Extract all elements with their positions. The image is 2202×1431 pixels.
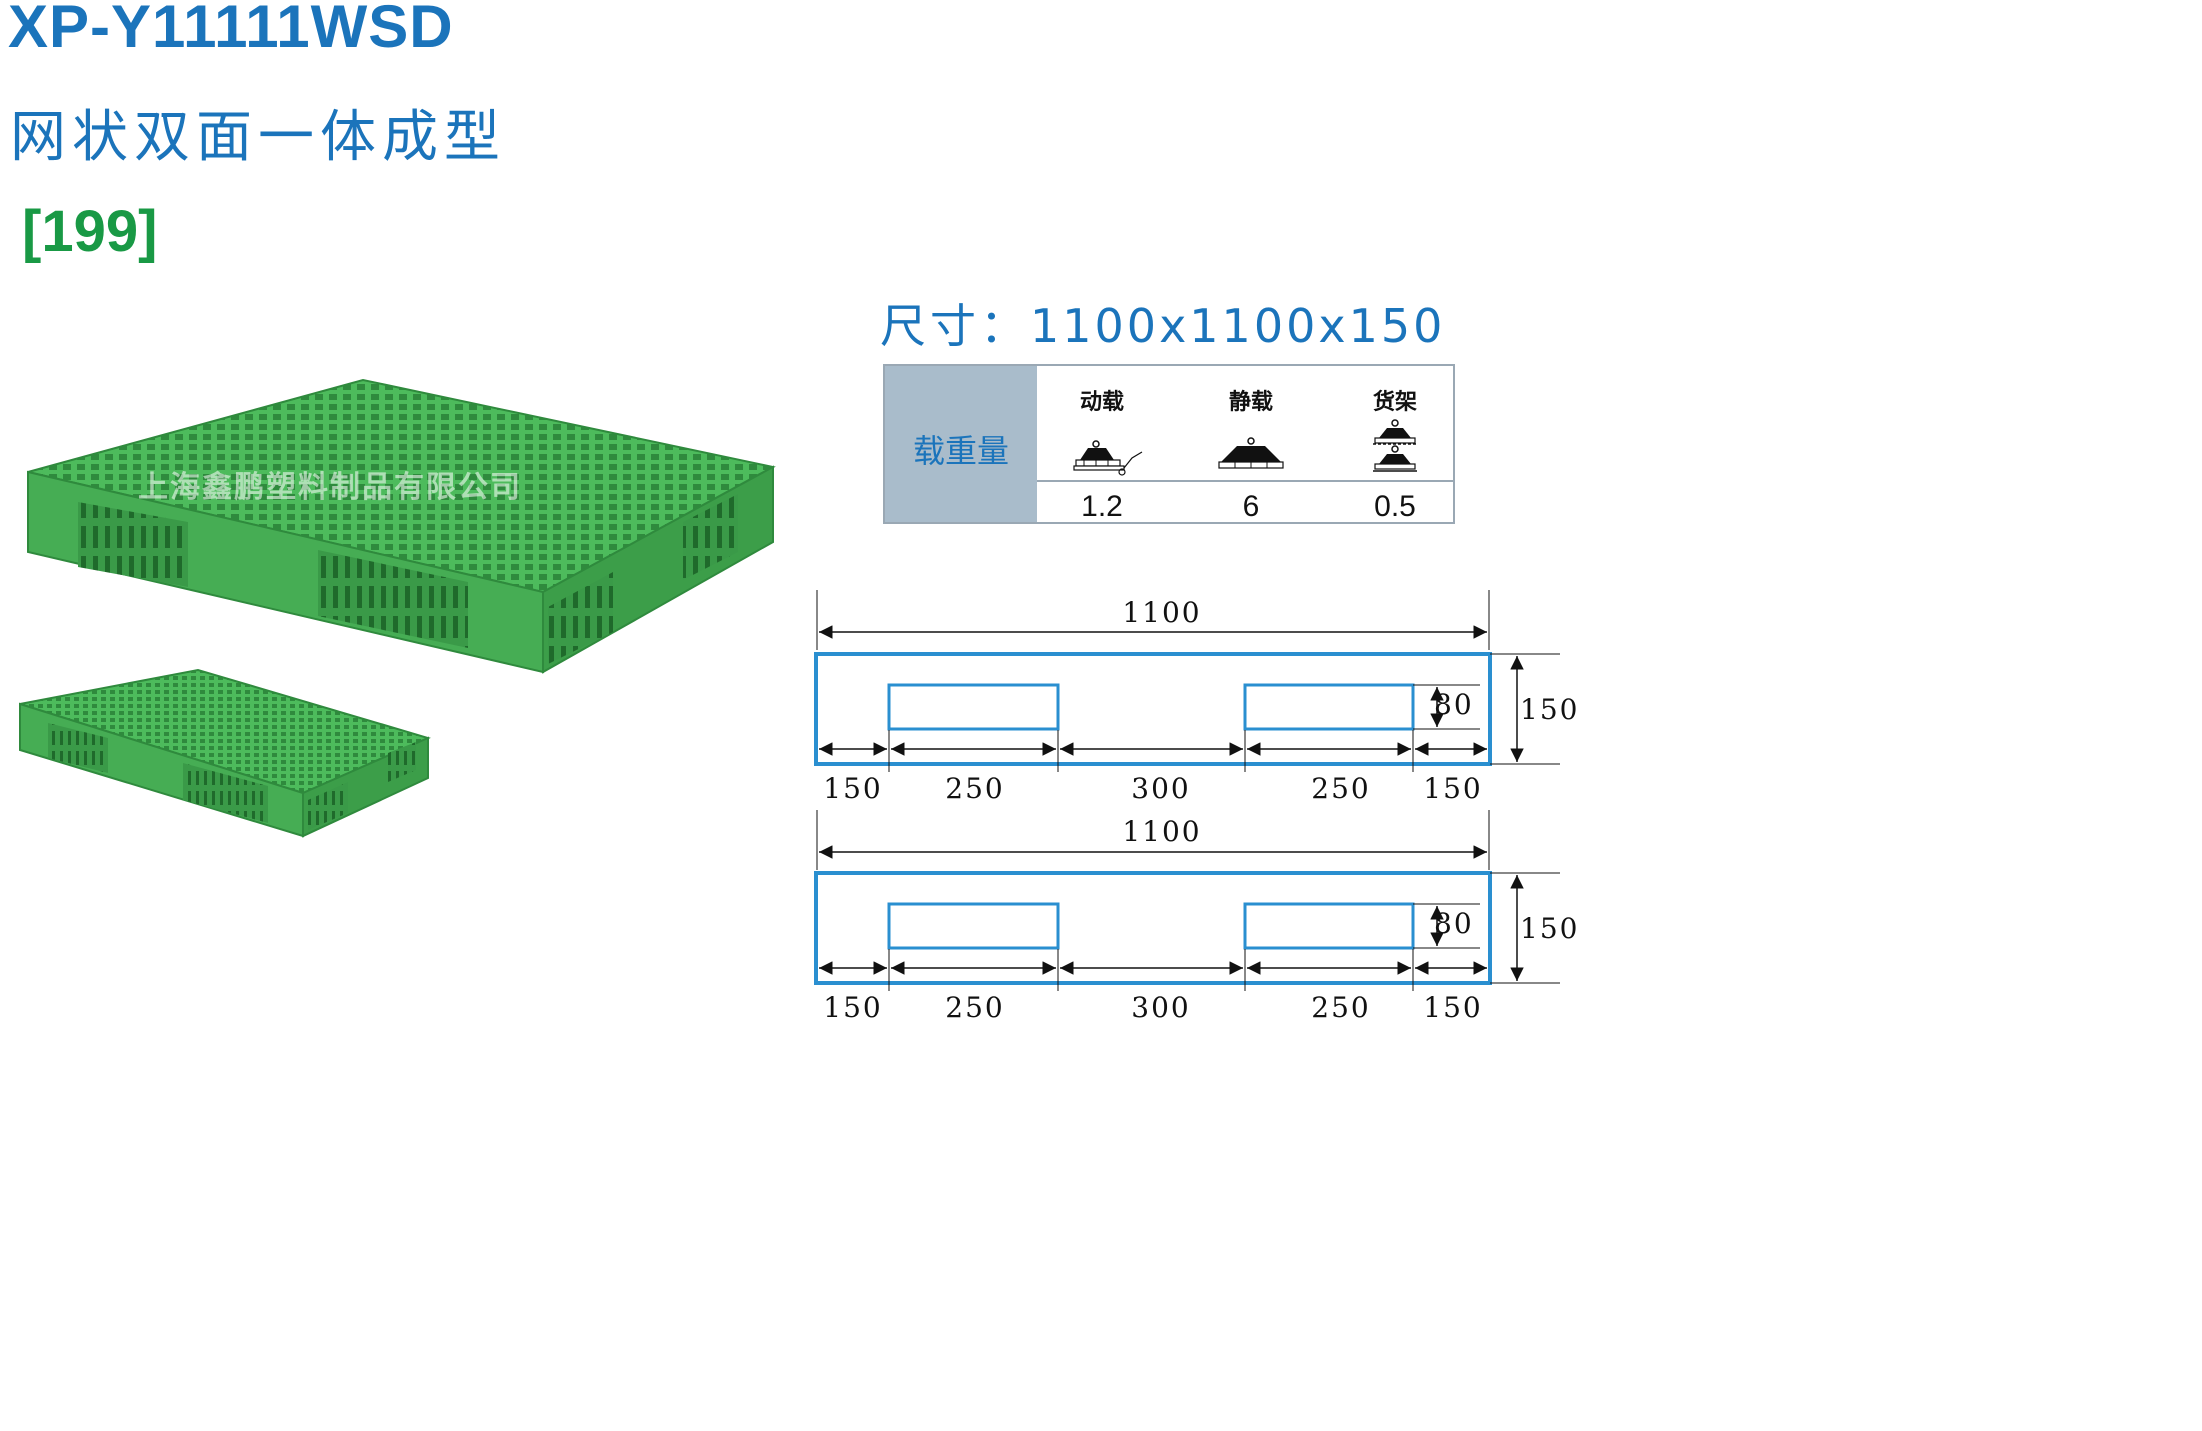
rack-load-icon <box>1373 419 1417 472</box>
fork-opening-right <box>1243 683 1415 731</box>
fork-opening-left <box>887 683 1060 731</box>
segment-label: 250 <box>945 991 1004 1024</box>
model-title: XP-Y11111WSD <box>8 0 454 60</box>
product-subtitle: 网状双面一体成型 <box>10 105 506 170</box>
segment-label: 300 <box>1131 991 1190 1024</box>
load-capacity-table: 载重量 动载 1.2 静载 6 货架 <box>883 364 1455 524</box>
static-load-icon <box>1218 437 1284 469</box>
load-col-value: 6 <box>1242 490 1260 523</box>
load-col-value: 0.5 <box>1374 490 1416 523</box>
segment-label: 250 <box>945 772 1004 805</box>
pallet-outline <box>814 652 1492 766</box>
size-value: 1100x1100x150 <box>1030 299 1446 353</box>
fork-opening-left <box>887 902 1060 950</box>
size-spec: 尺寸：1100x1100x150 <box>880 290 1445 356</box>
height-label: 150 <box>1520 912 1579 945</box>
size-label: 尺寸： <box>880 299 1030 353</box>
company-watermark: 上海鑫鹏塑料制品有限公司 <box>138 470 522 505</box>
load-col-label: 静载 <box>1228 390 1273 415</box>
segment-label: 150 <box>1423 991 1482 1024</box>
pallet-outline <box>814 871 1492 985</box>
load-table-header: 载重量 <box>885 366 1037 522</box>
opening-height-label: 80 <box>1434 907 1474 940</box>
load-col-label: 动载 <box>1079 390 1124 415</box>
segment-label: 250 <box>1311 772 1370 805</box>
total-width-label: 1100 <box>1122 596 1201 629</box>
pallet-photo-small <box>19 668 431 838</box>
opening-height-label: 80 <box>1434 688 1474 721</box>
fork-opening-right <box>1243 902 1415 950</box>
pallet-photo-large <box>27 378 776 674</box>
total-width-label: 1100 <box>1122 815 1201 848</box>
front-view-2: 1100 150 80 150 250 300 250 150 <box>814 810 1579 1024</box>
load-col-label: 货架 <box>1372 390 1417 415</box>
segment-label: 150 <box>1423 772 1482 805</box>
load-col-value: 1.2 <box>1081 490 1123 523</box>
segment-label: 150 <box>823 772 882 805</box>
front-view-1: 1100 150 80 150 250 300 250 150 <box>814 590 1579 805</box>
segment-label: 300 <box>1131 772 1190 805</box>
dynamic-load-icon <box>1073 440 1143 476</box>
height-label: 150 <box>1520 693 1579 726</box>
segment-label: 150 <box>823 991 882 1024</box>
load-table-header-label: 载重量 <box>912 432 1009 470</box>
product-code: [199] <box>22 199 158 264</box>
segment-label: 250 <box>1311 991 1370 1024</box>
